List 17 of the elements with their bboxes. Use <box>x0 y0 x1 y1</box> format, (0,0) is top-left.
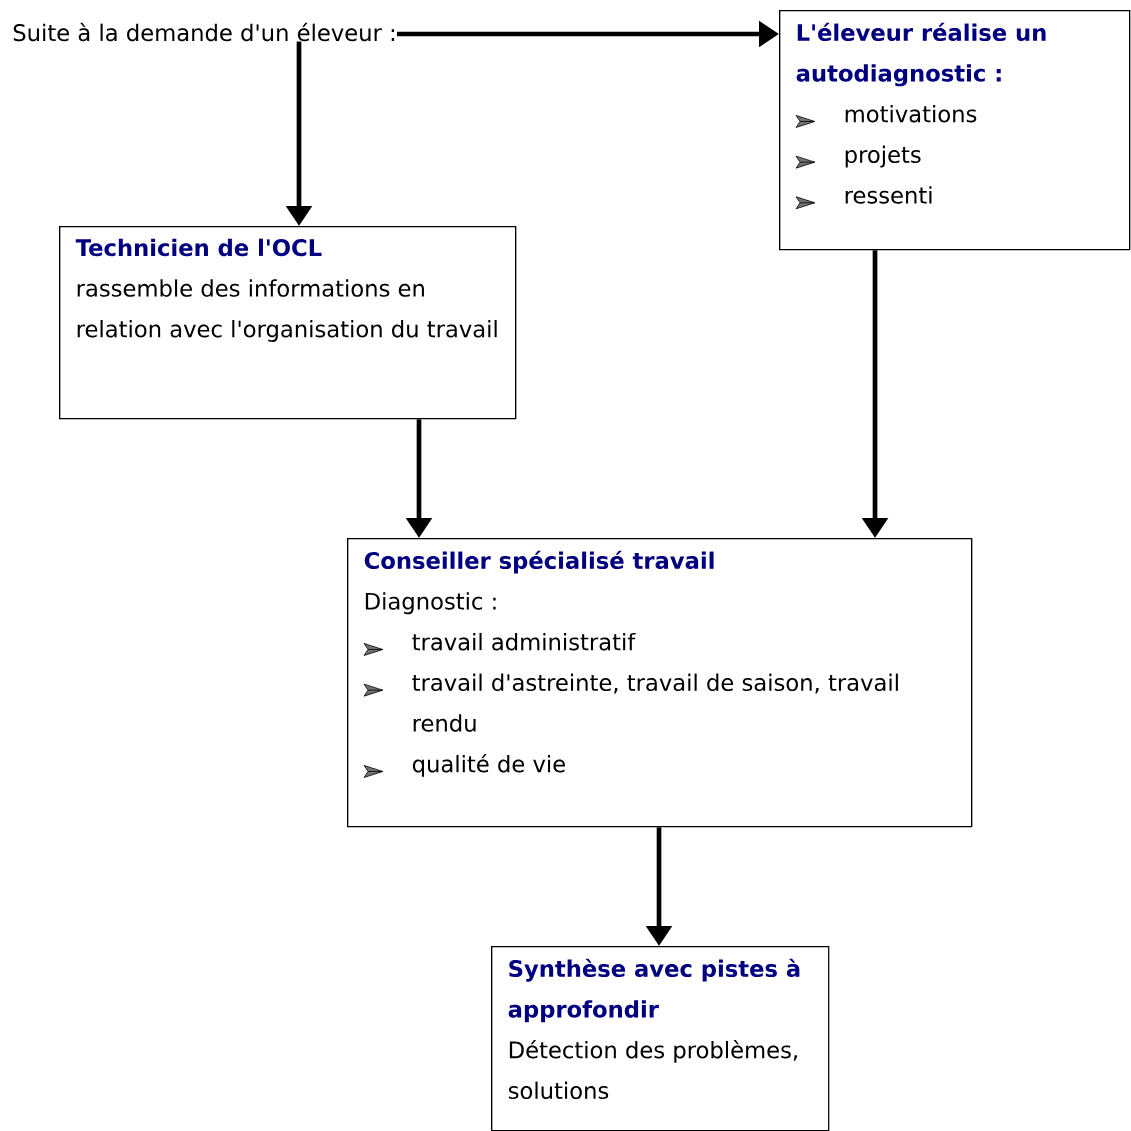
box-text: Détection des problèmes, solutions <box>508 1040 797 1100</box>
box-text: rassemble des informations en relation avec l'organisation du travail <box>77 279 497 342</box>
box-heading: Technicien de l'OCL <box>75 238 322 257</box>
list-item: ressenti <box>795 186 932 210</box>
process-box <box>779 10 1131 251</box>
process-box <box>59 226 517 420</box>
box-heading: L'éleveur réalise un autodiagnostic : <box>796 22 1046 87</box>
process-box <box>347 538 973 828</box>
process-box <box>491 946 830 1131</box>
box-text: Diagnostic : <box>365 592 496 615</box>
list-item: travail administratif <box>363 632 636 656</box>
intro-text: Suite à la demande d'un éleveur : <box>13 22 395 42</box>
list-item: qualité de vie <box>363 754 565 778</box>
box-heading: Conseiller spécialisé travail <box>364 550 714 574</box>
list-item: motivations <box>795 104 977 128</box>
list-item: projets <box>795 145 921 169</box>
box-heading: Synthèse avec pistes à approfondir <box>508 958 800 1023</box>
